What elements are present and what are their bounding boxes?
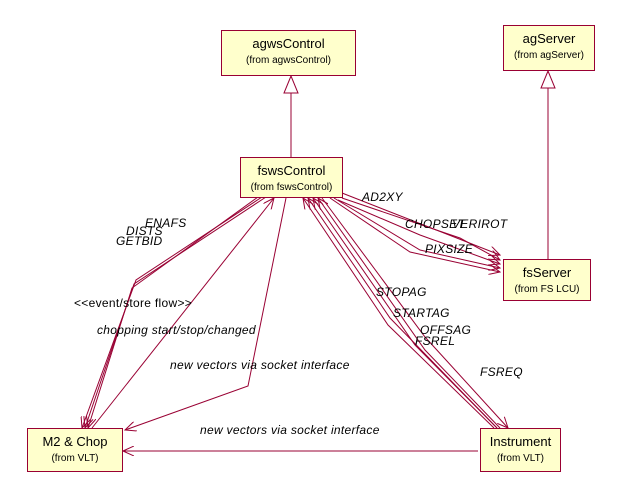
label-newvectors-2: new vectors via socket interface <box>200 423 380 437</box>
class-name: agServer <box>522 31 576 46</box>
class-package: (from VLT) <box>51 453 99 464</box>
assoc-offsag <box>318 198 501 429</box>
generalization-triangle-agws <box>283 74 299 94</box>
label-stopag: STOPAG <box>376 285 427 299</box>
assoc-fsreq <box>321 197 508 428</box>
class-package: (from VLT) <box>496 453 545 464</box>
label-fsreq: FSREQ <box>480 365 523 379</box>
label-chopset: CHOPSET <box>405 217 466 231</box>
label-newvectors-1: new vectors via socket interface <box>170 358 350 372</box>
label-offsag: OFFSAG <box>420 323 472 337</box>
label-fsrel: FSREL <box>415 334 456 348</box>
class-fsserver[interactable]: fsServer (from FS LCU) <box>503 259 591 301</box>
assoc-chopping <box>91 198 274 429</box>
assoc-enafs <box>82 196 263 428</box>
class-agwscontrol[interactable]: agwsControl (from agwsControl) <box>221 30 356 76</box>
assoc-pixsize <box>333 197 500 268</box>
assoc-pixsize-2 <box>329 197 500 272</box>
class-package: (from agwsControl) <box>245 55 332 66</box>
assoc-dists <box>85 196 267 428</box>
class-name: fsServer <box>522 265 572 280</box>
label-ad2xy: AD2XY <box>362 190 403 204</box>
class-package: (from fswsControl) <box>250 182 333 193</box>
assoc-fsrel <box>303 198 495 429</box>
class-instrument[interactable]: Instrument (from VLT) <box>480 428 561 472</box>
class-name: Instrument <box>489 434 552 449</box>
class-package: (from FS LCU) <box>514 284 580 295</box>
label-startag: STARTAG <box>393 306 450 320</box>
class-name: agwsControl <box>252 36 325 51</box>
label-enafs: ENAFS <box>145 216 187 230</box>
label-chopping: chopping start/stop/changed <box>97 323 256 337</box>
generalization-triangle-agserver <box>540 69 556 89</box>
class-name: fswsControl <box>257 163 326 178</box>
label-verirot: VERIROT <box>452 217 508 231</box>
class-package: (from agServer) <box>513 50 584 61</box>
class-m2chop[interactable]: M2 & Chop (from VLT) <box>27 428 123 472</box>
assoc-ad2xy <box>341 192 500 255</box>
assoc-startag <box>313 198 498 429</box>
label-getbid: GETBID <box>116 234 163 248</box>
class-name: M2 & Chop <box>42 434 108 449</box>
assoc-chopset <box>341 197 500 260</box>
label-dists: DISTS <box>126 224 163 238</box>
assoc-getbid <box>88 196 259 428</box>
assoc-verirot <box>337 199 500 264</box>
class-fswscontrol[interactable]: fswsControl (from fswsControl) <box>240 157 343 198</box>
label-pixsize: PIXSIZE <box>425 242 474 256</box>
label-stereotype: <<event/store flow>> <box>74 296 193 310</box>
class-agserver[interactable]: agServer (from agServer) <box>503 25 595 71</box>
assoc-newvectors-1 <box>125 197 287 430</box>
